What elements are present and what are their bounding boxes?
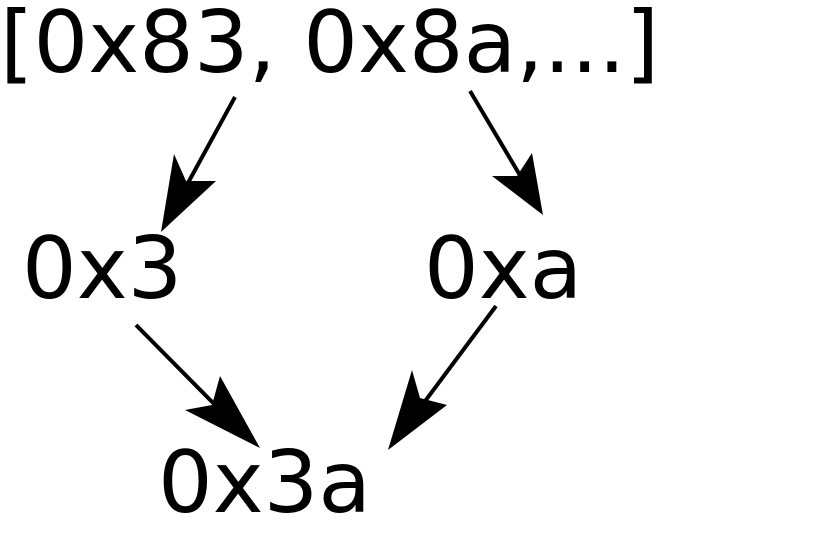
left-nibble-label: 0x3 [22,219,183,319]
arrow-left-bottom [134,323,260,448]
combined-result-label: 0x3a [158,433,372,533]
byte-sequence-label: [0x83, 0x8a,...] [0,0,660,93]
arrow-top-left [161,96,237,232]
arrow-right-bottom [388,304,498,450]
arrow-top-right [468,89,543,215]
right-nibble-label: 0xa [424,219,583,319]
